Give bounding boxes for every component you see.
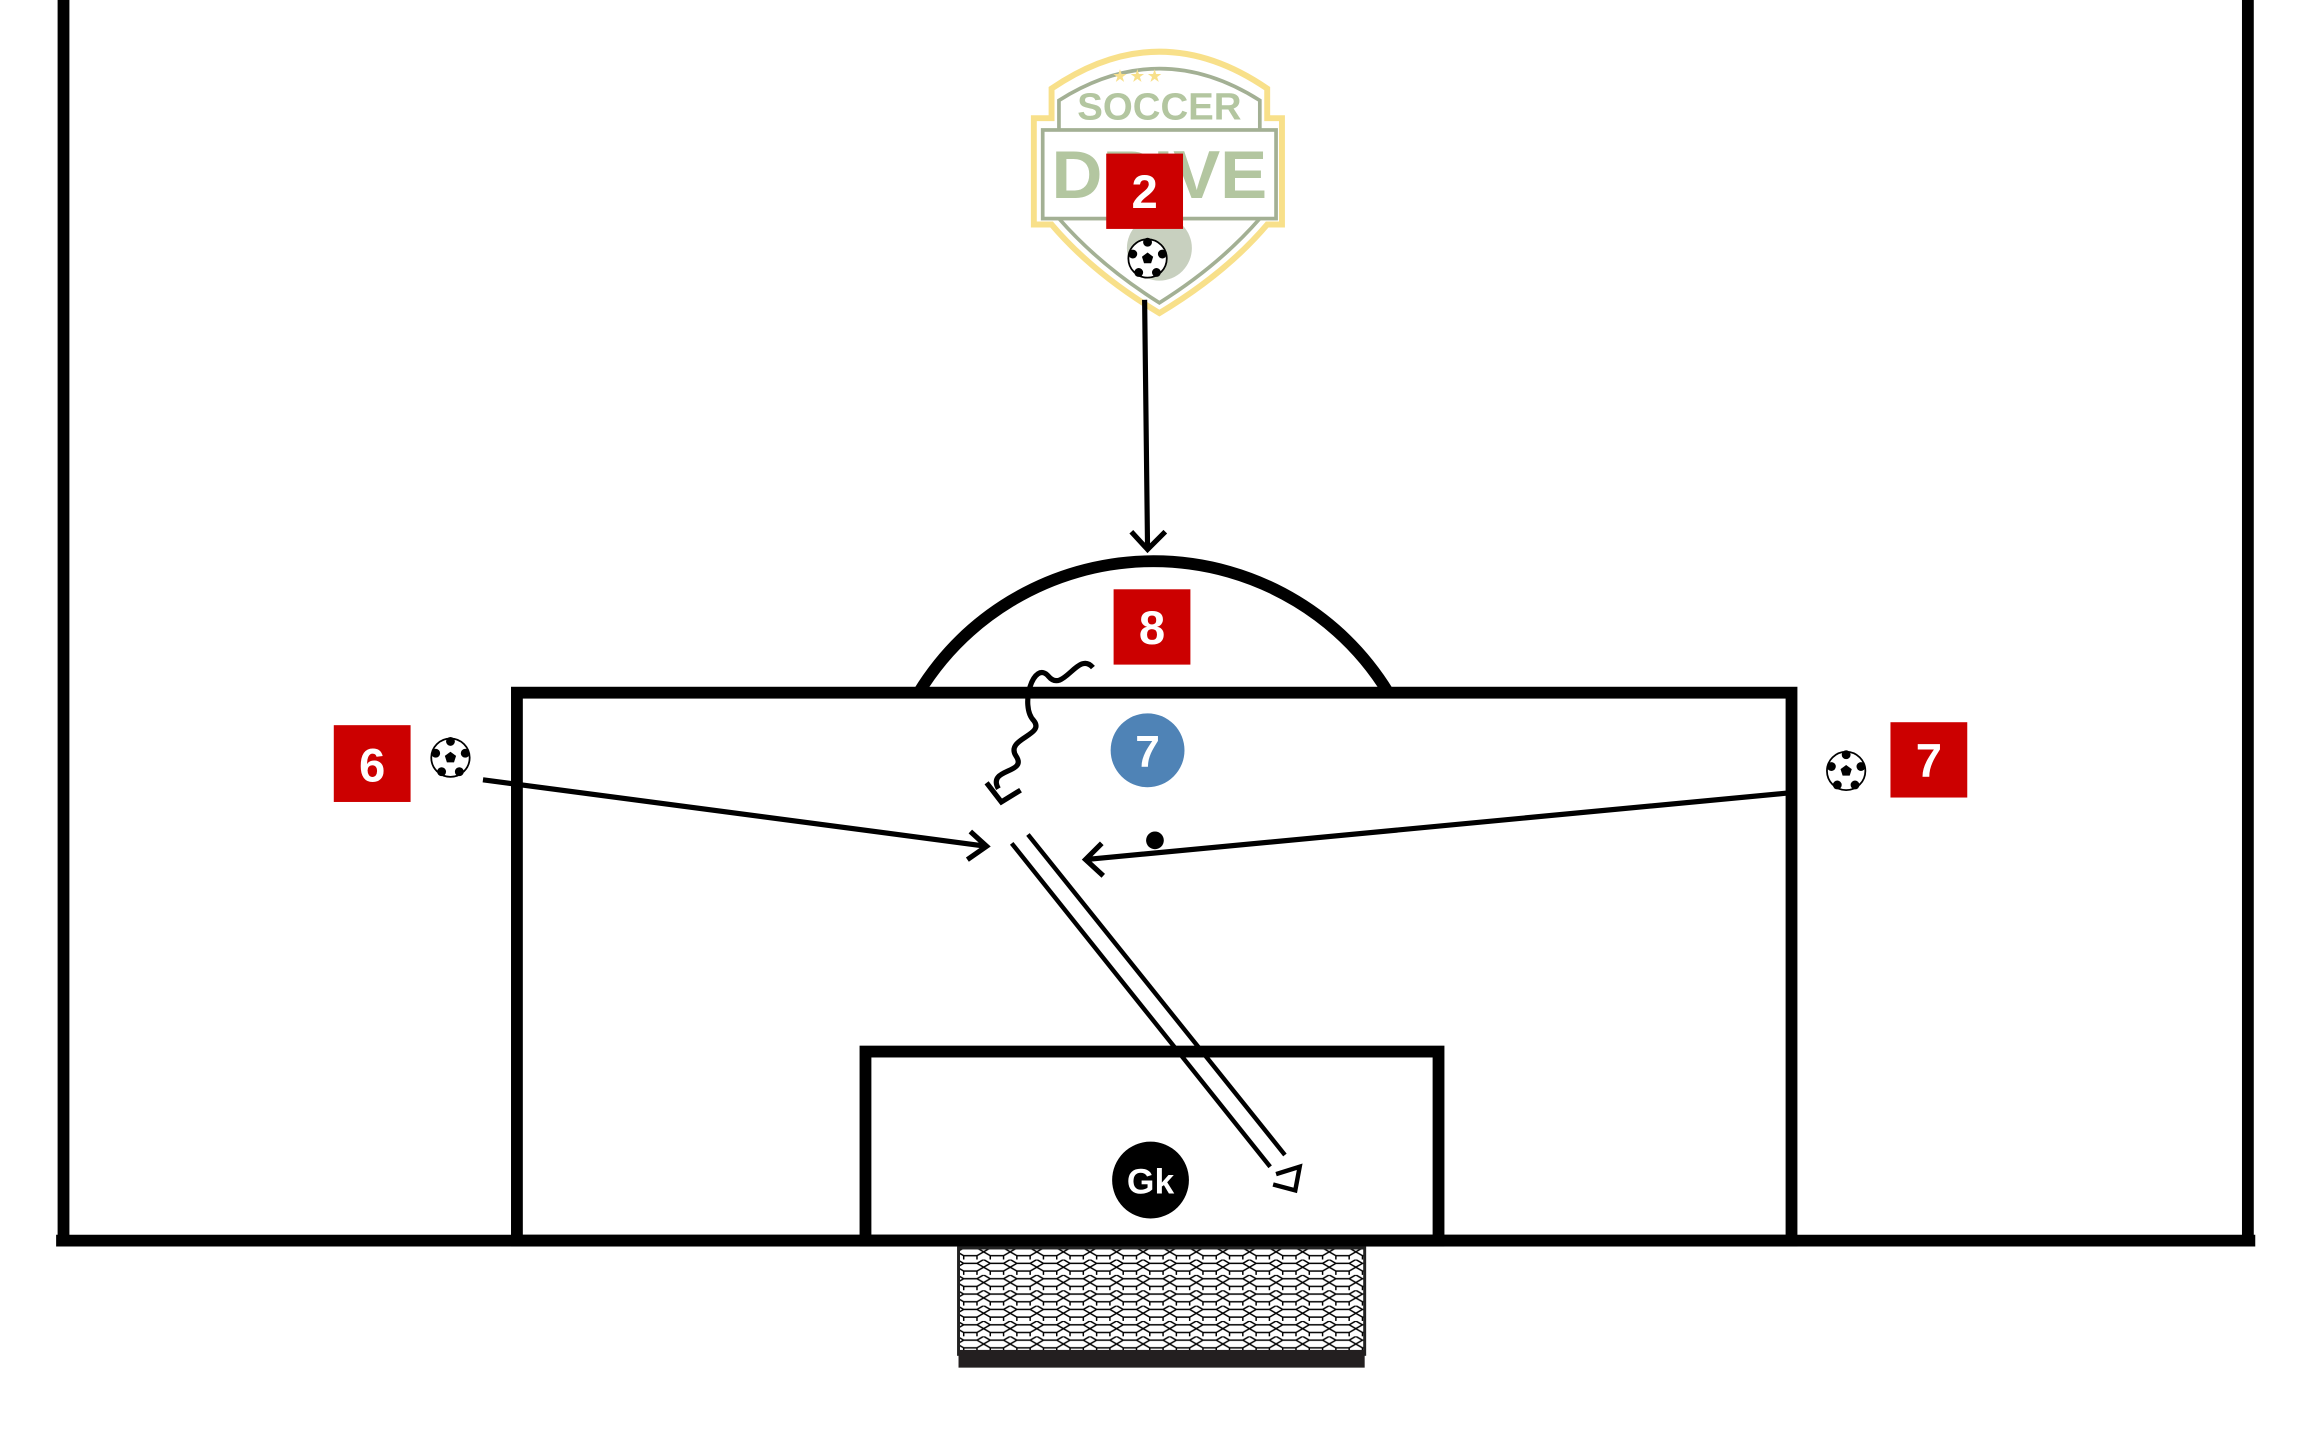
- player-blue-7[interactable]: 7: [1110, 713, 1185, 788]
- penalty-arc: [913, 555, 1394, 696]
- ball-icon: [430, 736, 471, 778]
- goal-net: [957, 1246, 1367, 1368]
- logo-text-soccer: SOCCER: [1077, 86, 1241, 129]
- player-red-6[interactable]: 6: [333, 725, 411, 802]
- player-number: 8: [1139, 602, 1165, 655]
- movement-lines: [482, 299, 1788, 1194]
- field-lines: [56, 0, 2256, 1247]
- shot-double-line: [1009, 833, 1303, 1194]
- goalkeeper[interactable]: Gk: [1112, 1141, 1189, 1219]
- player-red-7[interactable]: 7: [1890, 722, 1968, 798]
- player-number: 6: [359, 739, 385, 792]
- run-arrow-player-2: [1129, 299, 1168, 554]
- ball-icon: [1826, 749, 1867, 792]
- player-red-8[interactable]: 8: [1113, 589, 1191, 665]
- dribble-path-player-8: [984, 660, 1095, 806]
- pass-arrow-player-6: [482, 777, 991, 862]
- soccer-drive-logo: ★ ★ ★ SOCCER DRIVE: [1030, 48, 1285, 317]
- svg-text:★ ★ ★: ★ ★ ★: [1113, 69, 1162, 85]
- cone-marker: [1146, 831, 1164, 850]
- pass-arrow-player-7: [1081, 790, 1788, 878]
- player-number: 7: [1916, 735, 1942, 788]
- player-red-2[interactable]: 2: [1106, 153, 1184, 229]
- goalkeeper-label: Gk: [1127, 1161, 1175, 1201]
- ball-icon: [1127, 236, 1168, 279]
- player-number: 2: [1131, 166, 1157, 219]
- player-number: 7: [1135, 728, 1160, 777]
- goal-area: [859, 1045, 1445, 1247]
